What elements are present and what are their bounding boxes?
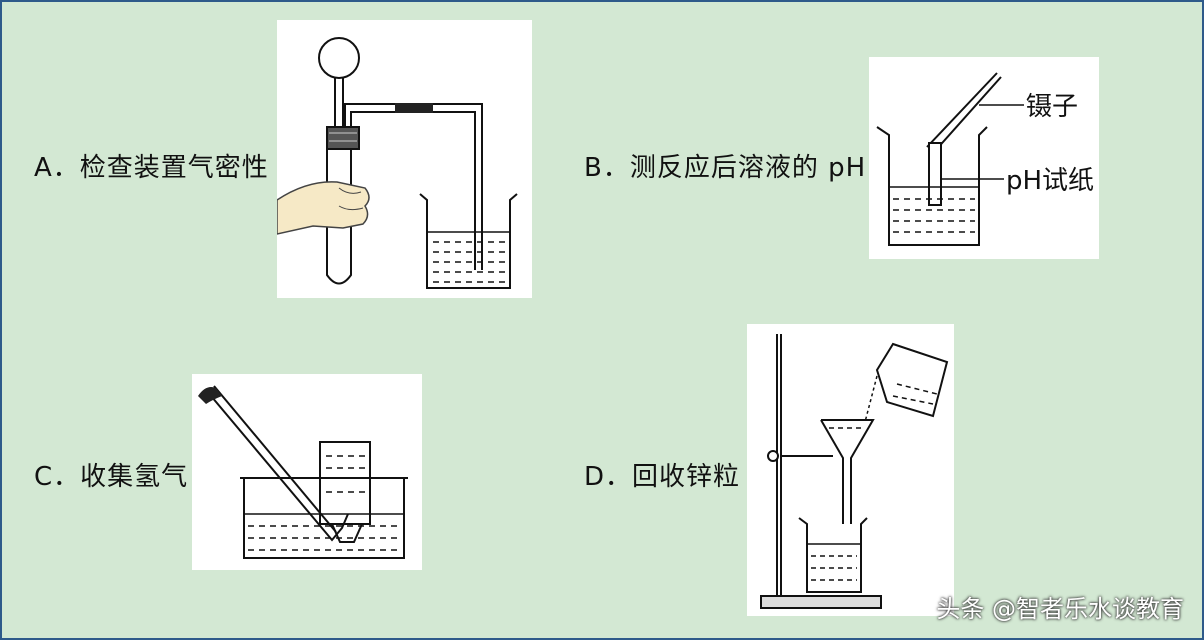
diagram-c-hydrogen-collection [192, 374, 422, 570]
filtration-apparatus [760, 334, 949, 609]
airtightness-apparatus [277, 37, 518, 289]
ph-test-apparatus: 镊子 pH试纸 [876, 72, 1094, 246]
diagram-b-ph-test: 镊子 pH试纸 [869, 57, 1099, 259]
hydrogen-collection-apparatus [198, 385, 408, 559]
option-b-text: B．测反应后溶液的 pH [584, 153, 867, 183]
watermark-text: 头条 @智者乐水谈教育 [936, 595, 1184, 623]
ph-paper-label: pH试纸 [1006, 166, 1094, 196]
diagram-a-airtightness [277, 20, 532, 298]
option-a-text: A．检查装置气密性 [34, 153, 269, 183]
tweezers-label: 镊子 [1026, 92, 1078, 122]
option-d-text: D．回收锌粒 [584, 462, 741, 492]
option-c-text: C．收集氢气 [34, 462, 189, 492]
diagram-d-filtration [747, 324, 954, 616]
